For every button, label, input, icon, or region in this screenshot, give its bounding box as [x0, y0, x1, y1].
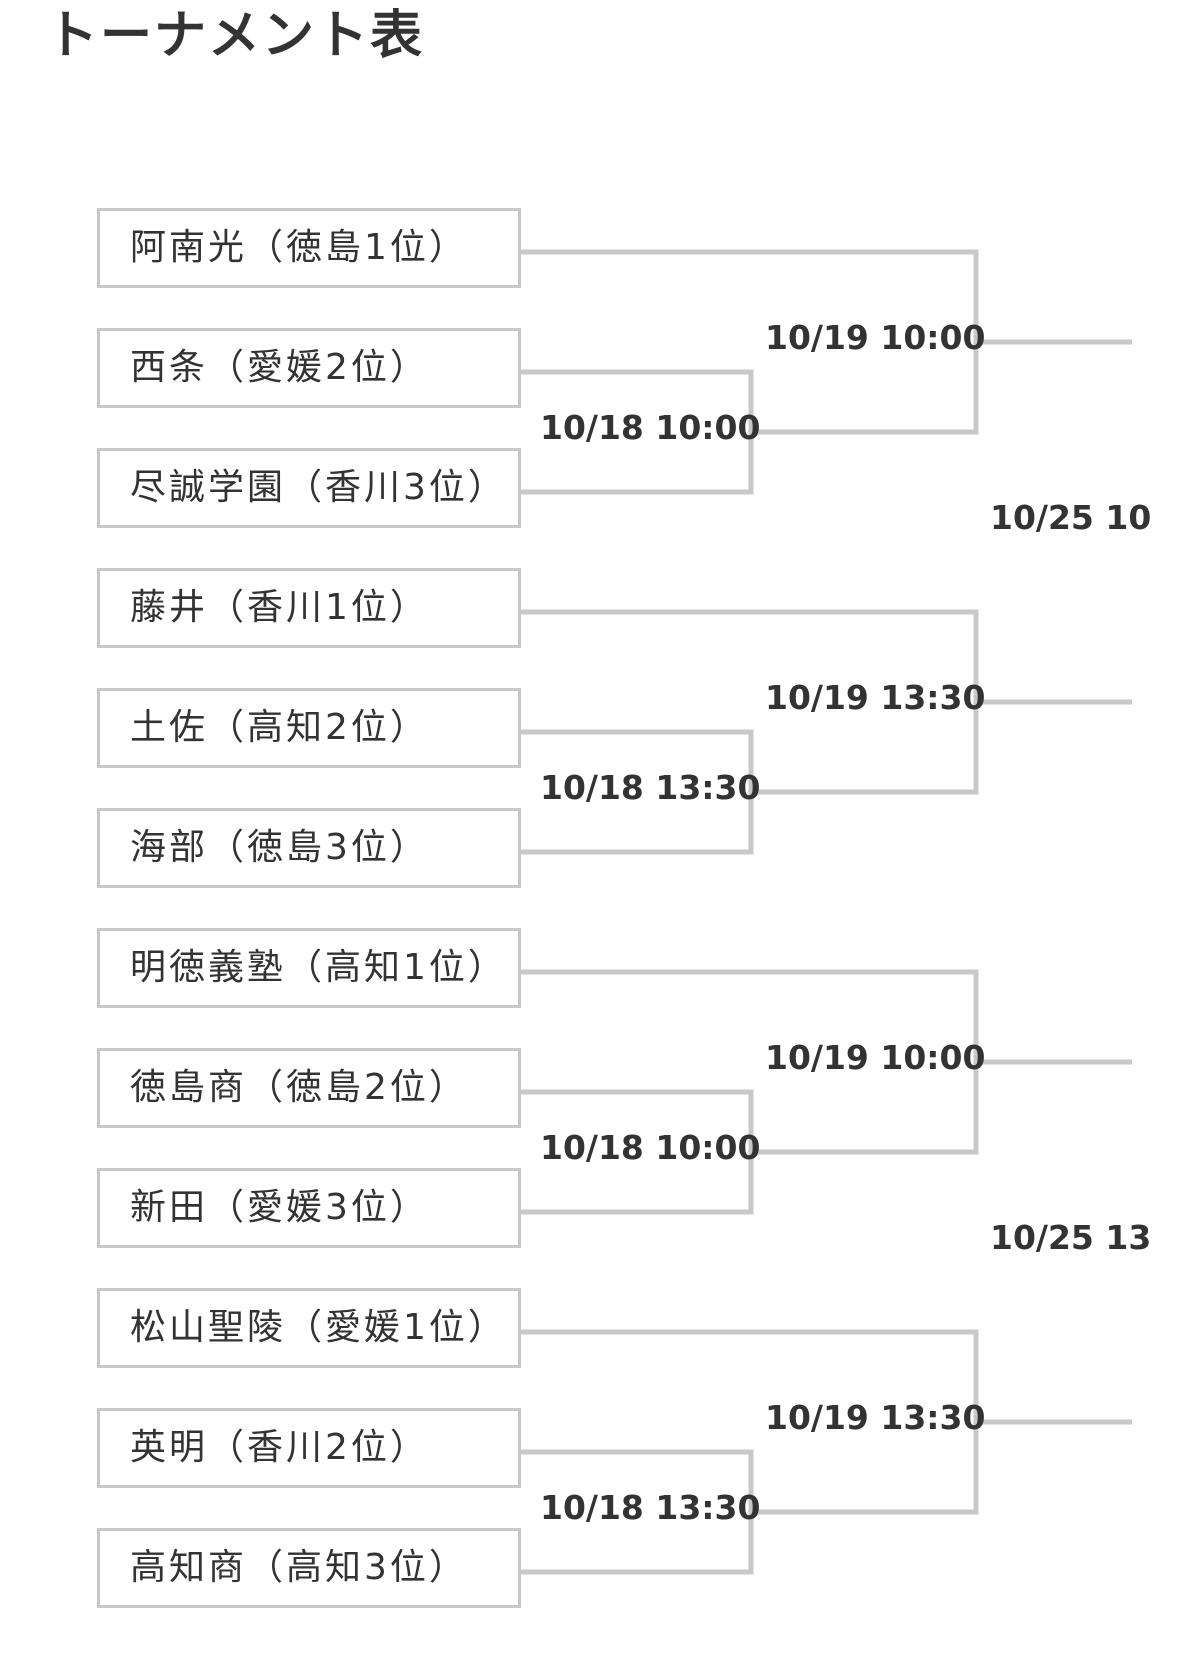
team-name: 海部（徳島3位）	[130, 827, 429, 868]
semifinal-match-time: 10/25 13	[990, 1218, 1152, 1257]
team-name: 西条（愛媛2位）	[130, 347, 429, 388]
team-name: 阿南光（徳島1位）	[130, 227, 468, 268]
team-slot-12: 高知商（高知3位）	[97, 1528, 521, 1608]
round1-match-time: 10/18 13:30	[540, 1488, 761, 1527]
team-name: 松山聖陵（愛媛1位）	[130, 1307, 507, 1348]
round2-match-time: 10/19 10:00	[765, 1038, 986, 1077]
round2-match-time: 10/19 10:00	[765, 318, 986, 357]
team-name: 土佐（高知2位）	[130, 707, 429, 748]
team-slot-11: 英明（香川2位）	[97, 1408, 521, 1488]
team-slot-6: 海部（徳島3位）	[97, 808, 521, 888]
team-slot-1: 阿南光（徳島1位）	[97, 208, 521, 288]
team-name: 尽誠学園（香川3位）	[130, 467, 507, 508]
round1-match-time: 10/18 10:00	[540, 1128, 761, 1167]
team-slot-4: 藤井（香川1位）	[97, 568, 521, 648]
team-name: 徳島商（徳島2位）	[130, 1067, 468, 1108]
team-slot-5: 土佐（高知2位）	[97, 688, 521, 768]
team-name: 藤井（香川1位）	[130, 587, 429, 628]
semifinal-match-time: 10/25 10	[990, 498, 1152, 537]
team-slot-2: 西条（愛媛2位）	[97, 328, 521, 408]
page-title: トーナメント表	[46, 6, 425, 66]
team-slot-9: 新田（愛媛3位）	[97, 1168, 521, 1248]
team-name: 英明（香川2位）	[130, 1427, 429, 1468]
round2-match-time: 10/19 13:30	[765, 1398, 986, 1437]
team-slot-7: 明徳義塾（高知1位）	[97, 928, 521, 1008]
team-slot-10: 松山聖陵（愛媛1位）	[97, 1288, 521, 1368]
team-name: 明徳義塾（高知1位）	[130, 947, 507, 988]
team-slot-3: 尽誠学園（香川3位）	[97, 448, 521, 528]
round1-match-time: 10/18 10:00	[540, 408, 761, 447]
round1-match-time: 10/18 13:30	[540, 768, 761, 807]
team-name: 新田（愛媛3位）	[130, 1187, 429, 1228]
team-name: 高知商（高知3位）	[130, 1547, 468, 1588]
team-slot-8: 徳島商（徳島2位）	[97, 1048, 521, 1128]
round2-match-time: 10/19 13:30	[765, 678, 986, 717]
